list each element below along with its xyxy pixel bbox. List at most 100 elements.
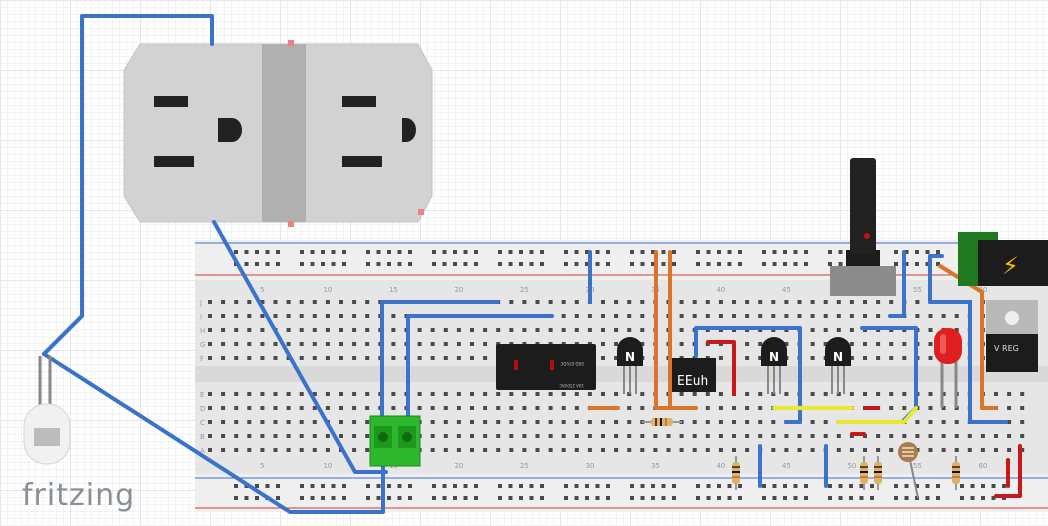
breadboard-hole[interactable] — [601, 300, 605, 304]
breadboard-hole[interactable] — [312, 356, 317, 360]
breadboard-hole[interactable] — [221, 392, 226, 396]
rail-hole[interactable] — [321, 262, 325, 266]
voltage-regulator[interactable]: V REG — [986, 300, 1038, 372]
breadboard-hole[interactable] — [941, 314, 946, 318]
breadboard-hole[interactable] — [863, 448, 867, 452]
breadboard-hole[interactable] — [208, 448, 212, 452]
rail-hole[interactable] — [408, 250, 412, 254]
breadboard-hole[interactable] — [614, 434, 619, 438]
breadboard-hole[interactable] — [509, 328, 514, 332]
rail-hole[interactable] — [960, 496, 964, 500]
timer-ic[interactable]: EEuh — [672, 358, 716, 392]
rail-hole[interactable] — [442, 262, 447, 266]
breadboard-hole[interactable] — [876, 448, 881, 452]
breadboard-hole[interactable] — [260, 406, 265, 410]
breadboard-hole[interactable] — [417, 392, 422, 396]
rail-hole[interactable] — [894, 262, 898, 266]
breadboard-hole[interactable] — [299, 314, 304, 318]
breadboard-hole[interactable] — [365, 420, 370, 424]
rail-hole[interactable] — [310, 262, 315, 266]
breadboard-hole[interactable] — [679, 448, 684, 452]
breadboard-hole[interactable] — [601, 328, 605, 332]
breadboard-hole[interactable] — [483, 356, 488, 360]
breadboard-hole[interactable] — [718, 356, 723, 360]
breadboard-hole[interactable] — [836, 314, 841, 318]
breadboard-hole[interactable] — [1020, 406, 1025, 410]
breadboard-hole[interactable] — [876, 356, 881, 360]
breadboard-hole[interactable] — [718, 406, 723, 410]
breadboard-hole[interactable] — [640, 392, 645, 396]
breadboard-hole[interactable] — [863, 314, 867, 318]
breadboard-hole[interactable] — [339, 300, 343, 304]
breadboard-hole[interactable] — [208, 406, 212, 410]
breadboard-hole[interactable] — [849, 328, 854, 332]
rail-hole[interactable] — [783, 496, 787, 500]
rail-hole[interactable] — [717, 250, 721, 254]
breadboard-hole[interactable] — [836, 448, 841, 452]
rail-hole[interactable] — [453, 484, 457, 488]
breadboard-hole[interactable] — [509, 392, 514, 396]
rail-hole[interactable] — [804, 496, 808, 500]
rail-hole[interactable] — [564, 250, 568, 254]
breadboard-hole[interactable] — [273, 300, 278, 304]
breadboard-hole[interactable] — [718, 314, 723, 318]
breadboard-hole[interactable] — [784, 314, 789, 318]
breadboard-hole[interactable] — [954, 420, 959, 424]
rail-hole[interactable] — [595, 496, 600, 500]
breadboard-hole[interactable] — [352, 356, 357, 360]
breadboard-hole[interactable] — [771, 300, 776, 304]
breadboard-hole[interactable] — [745, 448, 750, 452]
rail-hole[interactable] — [498, 496, 502, 500]
wire-blue[interactable] — [42, 314, 84, 356]
breadboard-hole[interactable] — [587, 392, 592, 396]
breadboard-hole[interactable] — [443, 434, 448, 438]
rail-hole[interactable] — [519, 262, 523, 266]
rail-hole[interactable] — [498, 250, 502, 254]
breadboard-hole[interactable] — [928, 406, 933, 410]
breadboard-hole[interactable] — [692, 300, 697, 304]
breadboard-hole[interactable] — [483, 342, 488, 346]
breadboard-hole[interactable] — [771, 434, 776, 438]
breadboard-hole[interactable] — [470, 448, 474, 452]
wire-blue[interactable] — [380, 300, 500, 418]
breadboard-hole[interactable] — [666, 448, 671, 452]
breadboard-hole[interactable] — [889, 406, 894, 410]
breadboard-hole[interactable] — [836, 300, 841, 304]
rail-hole[interactable] — [595, 484, 600, 488]
rail-hole[interactable] — [706, 496, 711, 500]
rail-hole[interactable] — [366, 250, 370, 254]
breadboard-hole[interactable] — [548, 300, 553, 304]
rail-hole[interactable] — [925, 250, 930, 254]
breadboard-hole[interactable] — [234, 406, 239, 410]
rail-hole[interactable] — [321, 250, 325, 254]
breadboard-hole[interactable] — [941, 420, 946, 424]
rail-hole[interactable] — [696, 496, 700, 500]
breadboard-hole[interactable] — [548, 328, 553, 332]
breadboard-hole[interactable] — [823, 434, 828, 438]
breadboard-hole[interactable] — [810, 356, 815, 360]
rail-hole[interactable] — [474, 484, 478, 488]
rail-hole[interactable] — [960, 484, 964, 488]
rail-hole[interactable] — [595, 262, 600, 266]
breadboard-hole[interactable] — [627, 406, 632, 410]
breadboard-hole[interactable] — [823, 420, 828, 424]
rail-hole[interactable] — [432, 496, 436, 500]
breadboard-hole[interactable] — [325, 406, 330, 410]
breadboard-hole[interactable] — [587, 434, 592, 438]
breadboard-hole[interactable] — [640, 342, 645, 346]
rail-hole[interactable] — [925, 484, 930, 488]
breadboard-hole[interactable] — [1007, 420, 1012, 424]
breadboard-hole[interactable] — [627, 328, 632, 332]
rail-hole[interactable] — [738, 250, 742, 254]
breadboard-hole[interactable] — [548, 406, 553, 410]
breadboard-hole[interactable] — [535, 420, 540, 424]
breadboard-hole[interactable] — [391, 314, 396, 318]
rail-hole[interactable] — [783, 262, 787, 266]
rail-hole[interactable] — [300, 484, 304, 488]
breadboard-hole[interactable] — [352, 392, 357, 396]
breadboard-hole[interactable] — [430, 328, 435, 332]
breadboard-hole[interactable] — [889, 300, 894, 304]
breadboard-hole[interactable] — [456, 328, 461, 332]
breadboard-hole[interactable] — [247, 448, 252, 452]
breadboard-hole[interactable] — [352, 406, 357, 410]
